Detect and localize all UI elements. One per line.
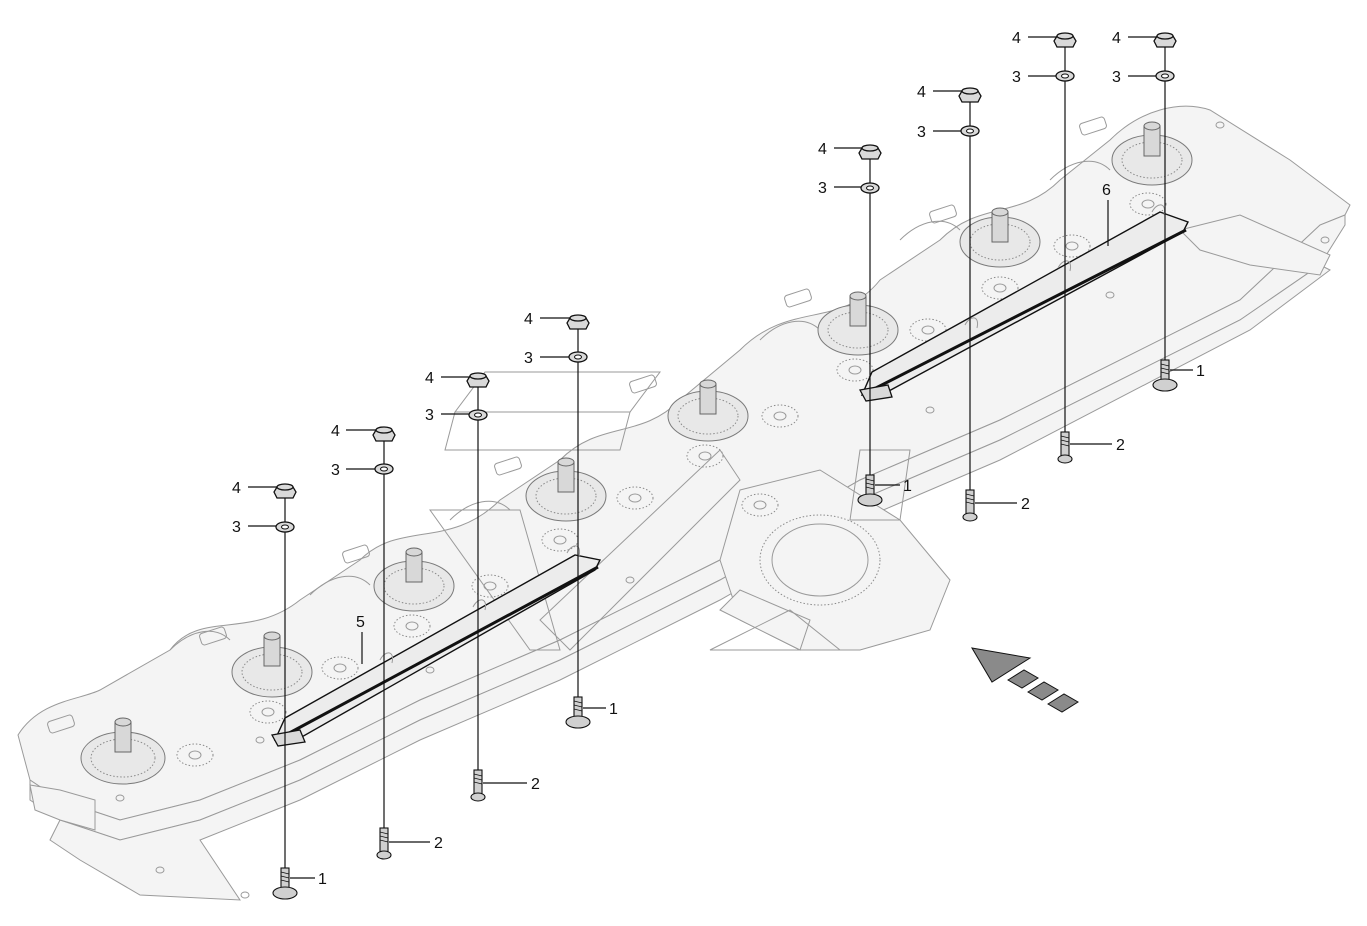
washer — [374, 463, 394, 475]
callout-washer: 3 — [917, 124, 926, 141]
callout-labels: 4 3 4 3 4 3 4 3 4 3 4 3 4 3 4 3 1 1 1 1 … — [232, 30, 1205, 888]
guard-strip-left — [270, 545, 602, 747]
nut — [566, 314, 590, 330]
bolt-long — [1152, 359, 1178, 392]
callout-strip-left: 5 — [356, 614, 365, 631]
callout-bolt-short: 2 — [1021, 496, 1030, 513]
bolt-short — [962, 489, 978, 522]
washer — [568, 351, 588, 363]
callout-leaders — [248, 36, 1193, 879]
callout-bolt-long: 1 — [318, 871, 327, 888]
disc-hub — [817, 291, 899, 356]
callout-nut: 4 — [425, 370, 434, 387]
callout-bolt-short: 2 — [531, 776, 540, 793]
callout-washer: 3 — [232, 519, 241, 536]
disc-hubs — [80, 121, 1193, 785]
nut — [273, 483, 297, 499]
callout-nut: 4 — [917, 84, 926, 101]
callout-washer: 3 — [818, 180, 827, 197]
washer — [275, 521, 295, 533]
bolt-long — [272, 867, 298, 900]
bolt-long — [565, 696, 591, 729]
washer — [1155, 70, 1175, 82]
callout-nut: 4 — [818, 141, 827, 158]
disc-hub — [80, 717, 166, 785]
callout-strip-right: 6 — [1102, 182, 1111, 199]
disc-hub — [373, 547, 455, 612]
callout-nut: 4 — [524, 311, 533, 328]
bolts — [272, 359, 1178, 900]
washer — [1055, 70, 1075, 82]
travel-direction-arrow-icon — [971, 647, 1079, 713]
guard-strip-right — [858, 204, 1189, 402]
disc-hub — [525, 457, 607, 522]
callout-bolt-long: 1 — [1196, 363, 1205, 380]
bolt-short — [470, 769, 486, 802]
bearing-rings — [176, 192, 1167, 767]
bolt-short — [376, 827, 392, 860]
disc-hub — [667, 379, 749, 442]
washer — [860, 182, 880, 194]
washer — [960, 125, 980, 137]
callout-bolt-long: 1 — [903, 478, 912, 495]
callout-washer: 3 — [1012, 69, 1021, 86]
callout-nut: 4 — [331, 423, 340, 440]
nut — [1153, 32, 1177, 48]
callout-washer: 3 — [1112, 69, 1121, 86]
washer — [468, 409, 488, 421]
nut — [466, 372, 490, 388]
callout-nut: 4 — [1112, 30, 1121, 47]
disc-hub — [231, 631, 313, 698]
bolt-short — [1057, 431, 1073, 464]
callout-bolt-long: 1 — [609, 701, 618, 718]
callout-nut: 4 — [232, 480, 241, 497]
nut — [958, 87, 982, 103]
callout-bolt-short: 2 — [1116, 437, 1125, 454]
callout-nut: 4 — [1012, 30, 1021, 47]
nut — [858, 144, 882, 160]
disc-hub — [1111, 121, 1193, 186]
nut — [1053, 32, 1077, 48]
callout-washer: 3 — [524, 350, 533, 367]
disc-hub — [959, 207, 1041, 268]
bolt-long — [857, 474, 883, 507]
callout-bolt-short: 2 — [434, 835, 443, 852]
callout-washer: 3 — [331, 462, 340, 479]
nut — [372, 426, 396, 442]
fastener-axes — [284, 40, 1166, 880]
callout-washer: 3 — [425, 407, 434, 424]
